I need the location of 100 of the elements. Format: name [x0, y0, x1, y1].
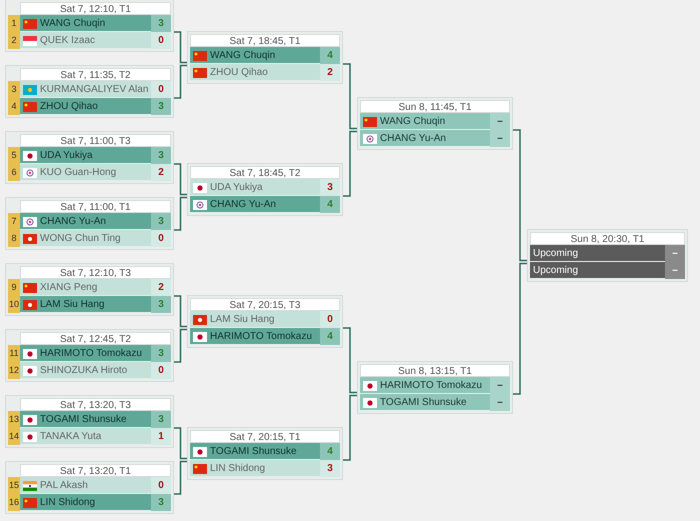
- bracket-line: [343, 130, 357, 197]
- player-row: [8, 411, 171, 428]
- bracket-line: [513, 262, 527, 395]
- match-time: Sat 7, 13:20, T1: [20, 464, 171, 477]
- bracket-line: [174, 295, 187, 328]
- player-row: [8, 147, 171, 164]
- seed-number: 1: [8, 15, 20, 32]
- player-row: [190, 196, 340, 213]
- player-name: LIN Shidong: [210, 462, 266, 476]
- bracket-line: [343, 394, 357, 461]
- match-card: [5, 461, 174, 514]
- player-row: [8, 230, 171, 247]
- player-name: HARIMOTO Tomokazu: [40, 347, 142, 361]
- player-row: [360, 130, 510, 147]
- player-row: [190, 179, 340, 196]
- player-name: KURMANGALIYEV Alan: [40, 83, 148, 97]
- bracket-line: [174, 31, 187, 64]
- player-name: TOGAMI Shunsuke: [210, 445, 297, 459]
- score: 0: [151, 362, 171, 379]
- match-card: [527, 229, 688, 282]
- bracket-line: [343, 63, 357, 130]
- player-name: ZHOU Qihao: [40, 100, 98, 114]
- score: 3: [320, 460, 340, 477]
- seed-number: 5: [8, 147, 20, 164]
- match-card: [187, 31, 343, 84]
- match-card: [357, 361, 513, 414]
- match-time: Sat 7, 20:15, T3: [190, 298, 340, 311]
- score: –: [490, 377, 510, 394]
- match-time: Sat 7, 11:00, T1: [20, 200, 171, 213]
- score: –: [490, 394, 510, 411]
- player-row: [8, 213, 171, 230]
- match-time: Sat 7, 11:00, T3: [20, 134, 171, 147]
- match-time: Sat 7, 18:45, T2: [190, 166, 340, 179]
- player-row: [8, 428, 171, 445]
- match-time: Sat 7, 11:35, T2: [20, 68, 171, 81]
- player-name: WANG Chuqin: [210, 49, 276, 63]
- score: 3: [151, 411, 171, 428]
- player-row: [8, 164, 171, 181]
- player-name: WANG Chuqin: [380, 115, 446, 129]
- match-card: [5, 263, 174, 316]
- seed-number: 11: [8, 345, 20, 362]
- seed-number: 3: [8, 81, 20, 98]
- bracket-line: [174, 328, 187, 363]
- player-name: CHANG Yu-An: [210, 198, 276, 212]
- player-row: [190, 460, 340, 477]
- bracket-line: [174, 64, 187, 99]
- player-row: [530, 245, 685, 262]
- score: 3: [151, 345, 171, 362]
- seed-number: 13: [8, 411, 20, 428]
- player-name: HARIMOTO Tomokazu: [380, 379, 482, 393]
- match-card: [5, 0, 174, 52]
- match-time: Sun 8, 13:15, T1: [360, 364, 510, 377]
- player-name: LAM Siu Hang: [40, 298, 104, 312]
- score: 3: [151, 296, 171, 313]
- score: 3: [151, 213, 171, 230]
- match-card: [357, 97, 513, 150]
- player-row: [530, 262, 685, 279]
- seed-number: 10: [8, 296, 20, 313]
- player-name: LAM Siu Hang: [210, 313, 274, 327]
- score: –: [490, 113, 510, 130]
- match-time: Sat 7, 12:10, T1: [20, 2, 171, 15]
- player-row: [360, 377, 510, 394]
- bracket-line: [174, 196, 187, 231]
- player-row: [360, 394, 510, 411]
- player-row: [8, 15, 171, 32]
- score: 3: [320, 179, 340, 196]
- seed-number: 8: [8, 230, 20, 247]
- player-name: TANAKA Yuta: [40, 430, 102, 444]
- player-name: XIANG Peng: [40, 281, 98, 295]
- match-time: Sat 7, 20:15, T1: [190, 430, 340, 443]
- seed-number: 16: [8, 494, 20, 511]
- score: 0: [151, 32, 171, 49]
- bracket-line: [343, 327, 357, 394]
- score: 0: [320, 311, 340, 328]
- player-name: KUO Guan-Hong: [40, 166, 116, 180]
- match-card: [187, 163, 343, 216]
- score: 2: [151, 279, 171, 296]
- seed-number: 9: [8, 279, 20, 296]
- player-name: LIN Shidong: [40, 496, 96, 510]
- player-name: Upcoming: [533, 264, 578, 278]
- player-row: [190, 311, 340, 328]
- bracket-line: [513, 129, 527, 262]
- player-name: PAL Akash: [40, 479, 88, 493]
- player-name: WANG Chuqin: [40, 17, 106, 31]
- score: 1: [151, 428, 171, 445]
- player-row: [190, 443, 340, 460]
- score: 4: [320, 328, 340, 345]
- match-time: Sat 7, 18:45, T1: [190, 34, 340, 47]
- score: 0: [151, 81, 171, 98]
- match-card: [5, 329, 174, 382]
- player-name: UDA Yukiya: [210, 181, 263, 195]
- score: 4: [320, 196, 340, 213]
- seed-number: 2: [8, 32, 20, 49]
- score: –: [665, 262, 685, 279]
- player-name: CHANG Yu-An: [380, 132, 446, 146]
- match-card: [5, 65, 174, 118]
- match-time: Sun 8, 11:45, T1: [360, 100, 510, 113]
- player-row: [190, 328, 340, 345]
- player-name: Upcoming: [533, 247, 578, 261]
- player-name: QUEK Izaac: [40, 34, 96, 48]
